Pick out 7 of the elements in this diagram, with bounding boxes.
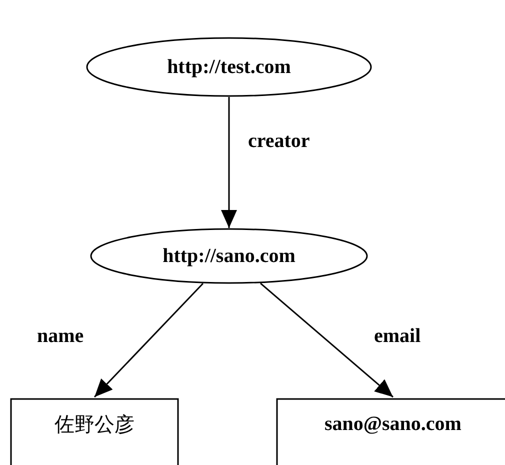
arrow <box>94 282 204 398</box>
resource-ellipse: http://test.com <box>86 37 372 97</box>
resource-ellipse: http://sano.com <box>90 228 368 284</box>
literal-box: sano@sano.com <box>276 398 505 465</box>
arrow <box>260 282 394 398</box>
literal-box: 佐野公彦 <box>10 398 179 465</box>
arrow <box>221 97 237 228</box>
